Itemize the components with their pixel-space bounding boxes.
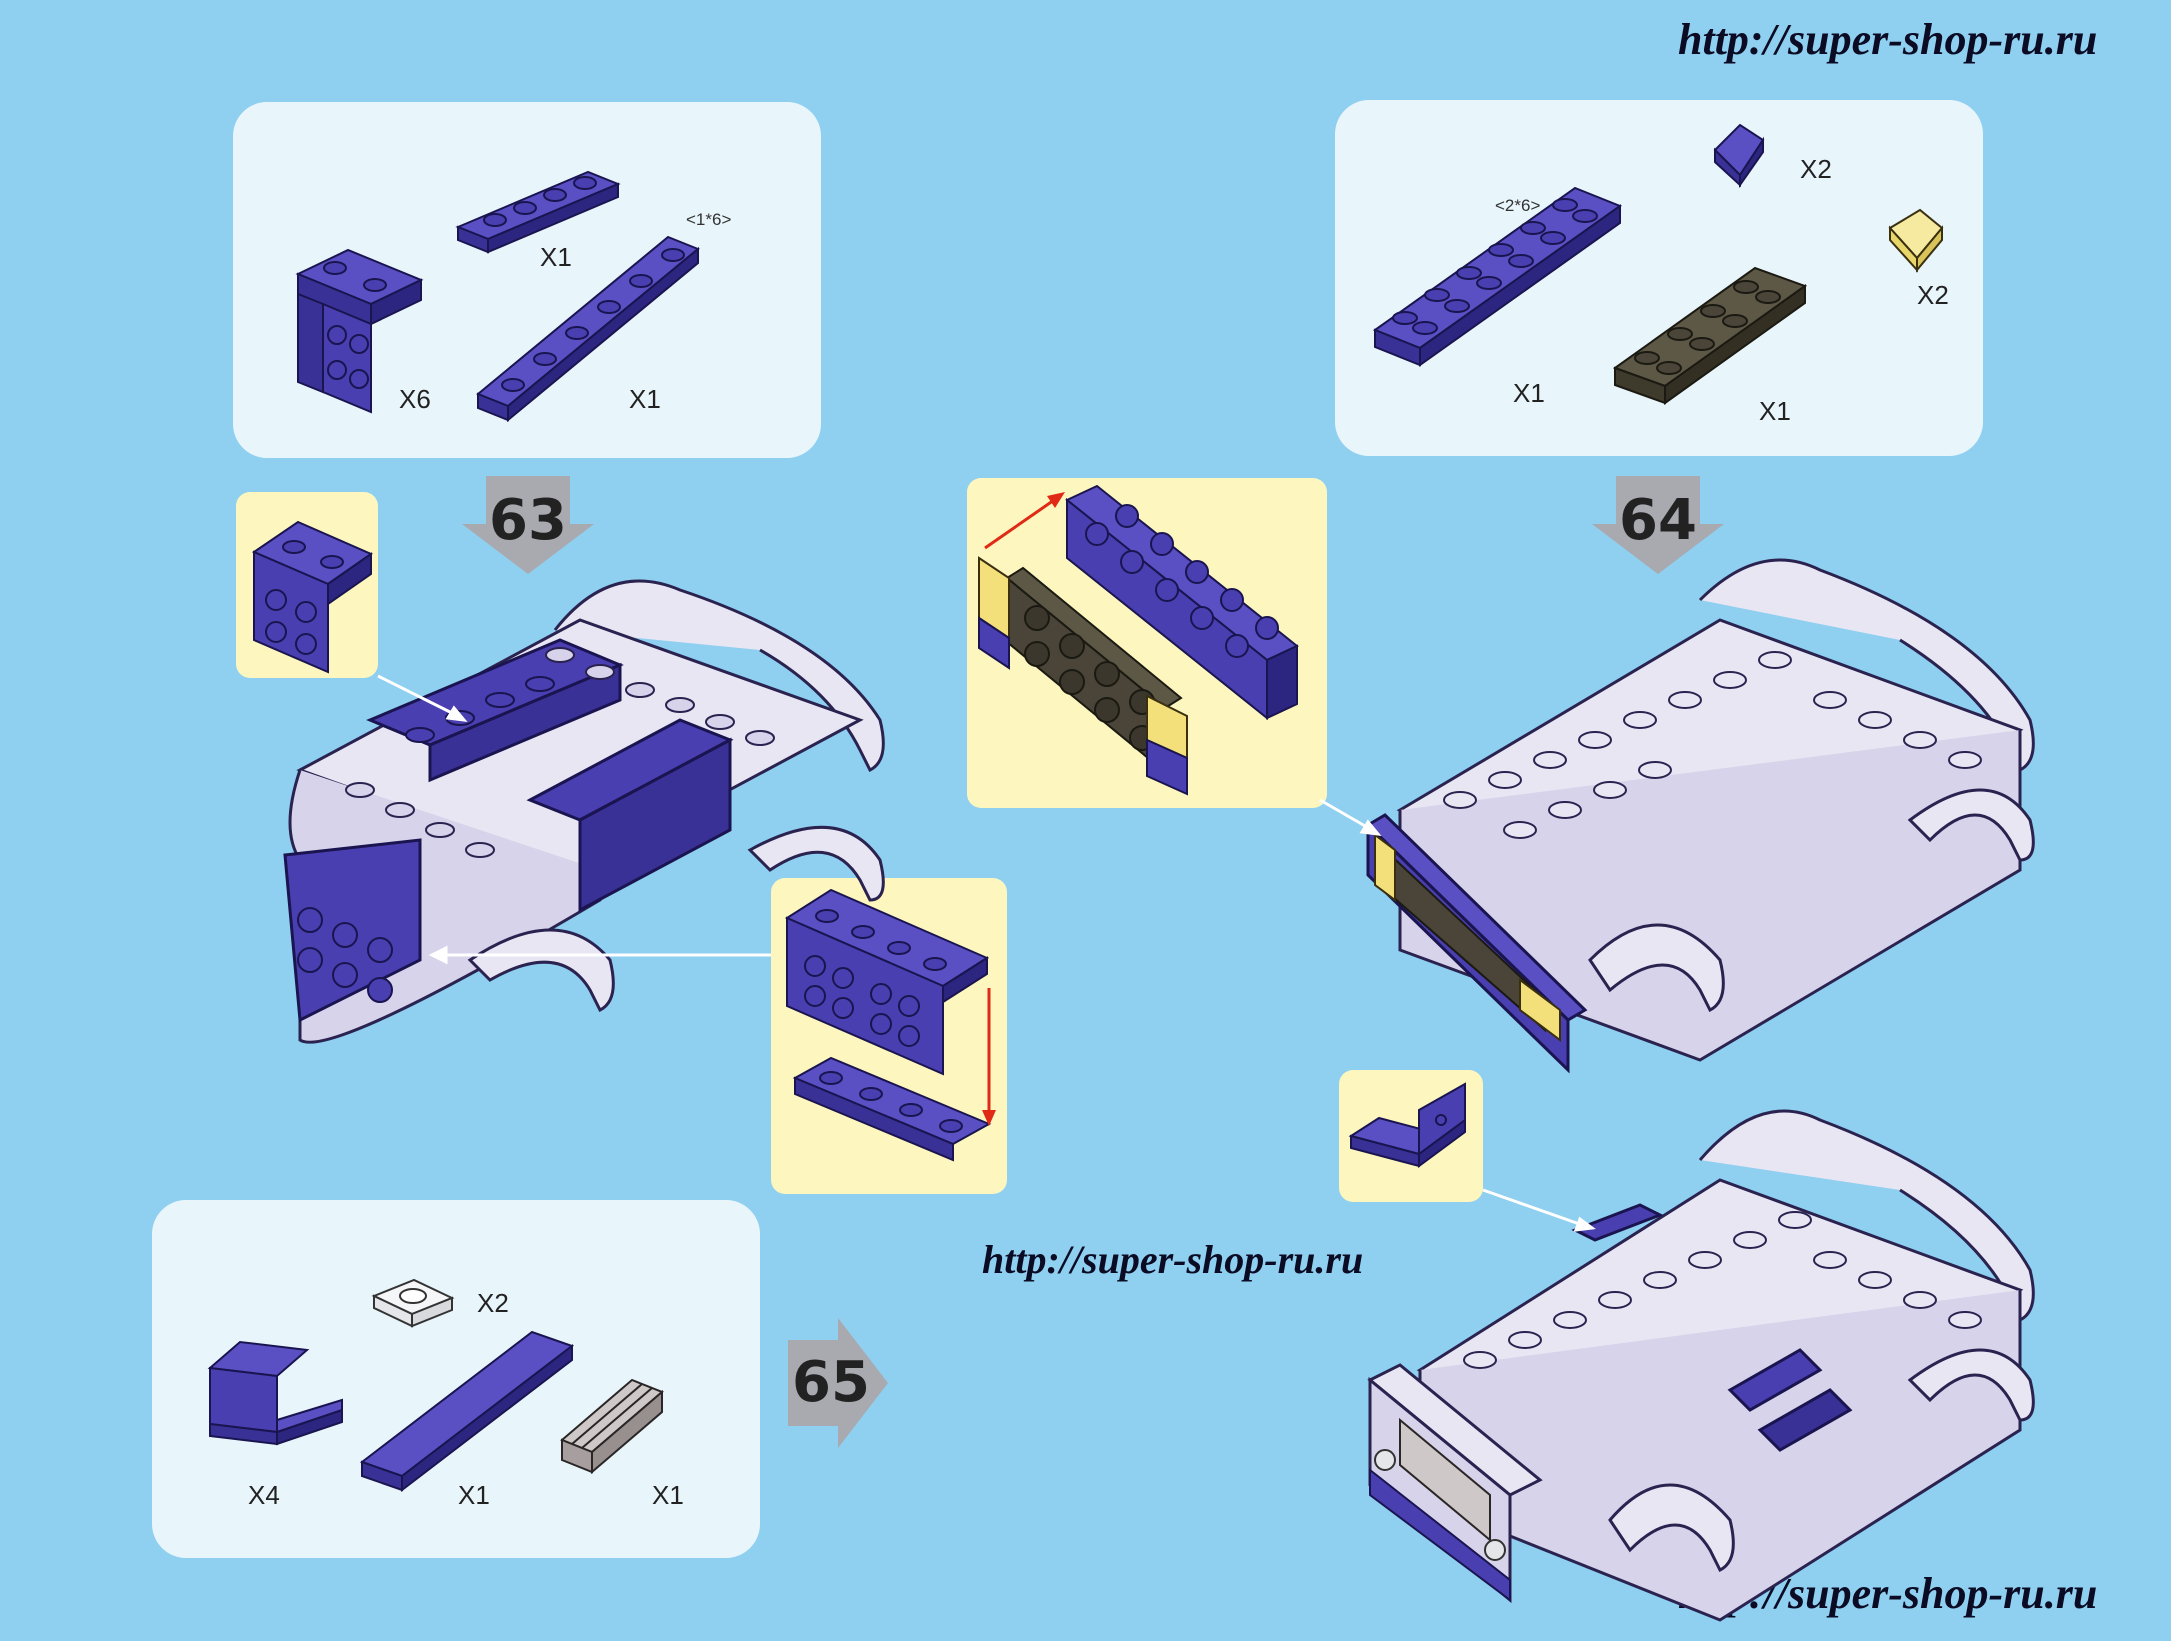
plate-1x4-qty: X1 bbox=[540, 242, 572, 272]
parts-panel-65: X2 X4 X1 X1 bbox=[152, 1200, 760, 1558]
plate-1x6-dimension-label: <1*6> bbox=[686, 210, 732, 229]
step-63-marker: 63 bbox=[458, 476, 598, 576]
parts-panel-64: X2 <2*6> X1 X2 X1 bbox=[1335, 100, 1983, 456]
plate-2x6-dimension-label: <2*6> bbox=[1495, 196, 1541, 215]
slope-trans-yellow bbox=[1888, 208, 1944, 273]
slope-trans-yellow-qty: X2 bbox=[1917, 280, 1949, 310]
bracket-65-detail bbox=[1348, 1082, 1466, 1168]
step-64-number: 64 bbox=[1619, 488, 1697, 553]
watermark-bottom-right[interactable]: http://super-shop-ru.ru bbox=[1678, 1569, 2098, 1618]
callout-front-plates-64 bbox=[967, 478, 1327, 808]
tile-1x6-qty: X1 bbox=[458, 1480, 490, 1510]
plate-1x6-blue bbox=[476, 235, 700, 423]
plate-2x6-qty: X1 bbox=[1513, 378, 1545, 408]
callout-brackets-63 bbox=[771, 878, 1007, 1194]
grille-qty: X1 bbox=[652, 1480, 684, 1510]
bracket-1x2-blue bbox=[207, 1340, 343, 1446]
front-plates-detail bbox=[978, 484, 1299, 796]
red-arrow-up bbox=[984, 496, 1058, 550]
round-plate-qty: X2 bbox=[477, 1288, 509, 1318]
slope-blue bbox=[1713, 123, 1765, 189]
parts-63-drawing bbox=[295, 170, 700, 423]
bracket-detail bbox=[251, 520, 374, 674]
plate-1x6-qty: X1 bbox=[629, 384, 661, 414]
down-arrow-icon bbox=[1592, 476, 1724, 574]
parts-64-drawing bbox=[1372, 123, 1944, 405]
step-65-marker: 65 bbox=[788, 1318, 888, 1448]
bracket-1x2-qty: X4 bbox=[248, 1480, 280, 1510]
slope-blue-qty: X2 bbox=[1800, 154, 1832, 184]
down-arrow-icon bbox=[462, 476, 594, 574]
watermark-top-right[interactable]: http://super-shop-ru.ru bbox=[1678, 15, 2098, 64]
callout-bracket-63 bbox=[236, 492, 378, 678]
step-65-number: 65 bbox=[792, 1350, 870, 1415]
right-arrow-icon bbox=[788, 1318, 888, 1448]
plate-2x6-blue bbox=[1372, 186, 1623, 367]
assembly-64 bbox=[1365, 558, 2035, 1074]
plate-1x4-blue bbox=[455, 170, 621, 254]
parts-panel-63: X1 <1*6> X1 X6 bbox=[233, 102, 821, 458]
bracket-1x2-2x2-blue bbox=[295, 248, 424, 414]
plate-2x4-dark bbox=[1612, 266, 1808, 405]
round-plate-trans bbox=[371, 1278, 455, 1328]
step-64-marker: 64 bbox=[1588, 476, 1728, 576]
watermark-middle[interactable]: http://super-shop-ru.ru bbox=[982, 1237, 1364, 1282]
tile-1x6-blue bbox=[359, 1330, 575, 1493]
bracket-qty: X6 bbox=[399, 384, 431, 414]
plate-dark-qty: X1 bbox=[1759, 396, 1791, 426]
callout-bracket-65 bbox=[1339, 1070, 1483, 1202]
step-63-number: 63 bbox=[489, 488, 567, 553]
parts-65-drawing bbox=[207, 1278, 664, 1493]
brackets-detail bbox=[784, 888, 996, 1162]
grille-tile-gray bbox=[560, 1378, 664, 1475]
